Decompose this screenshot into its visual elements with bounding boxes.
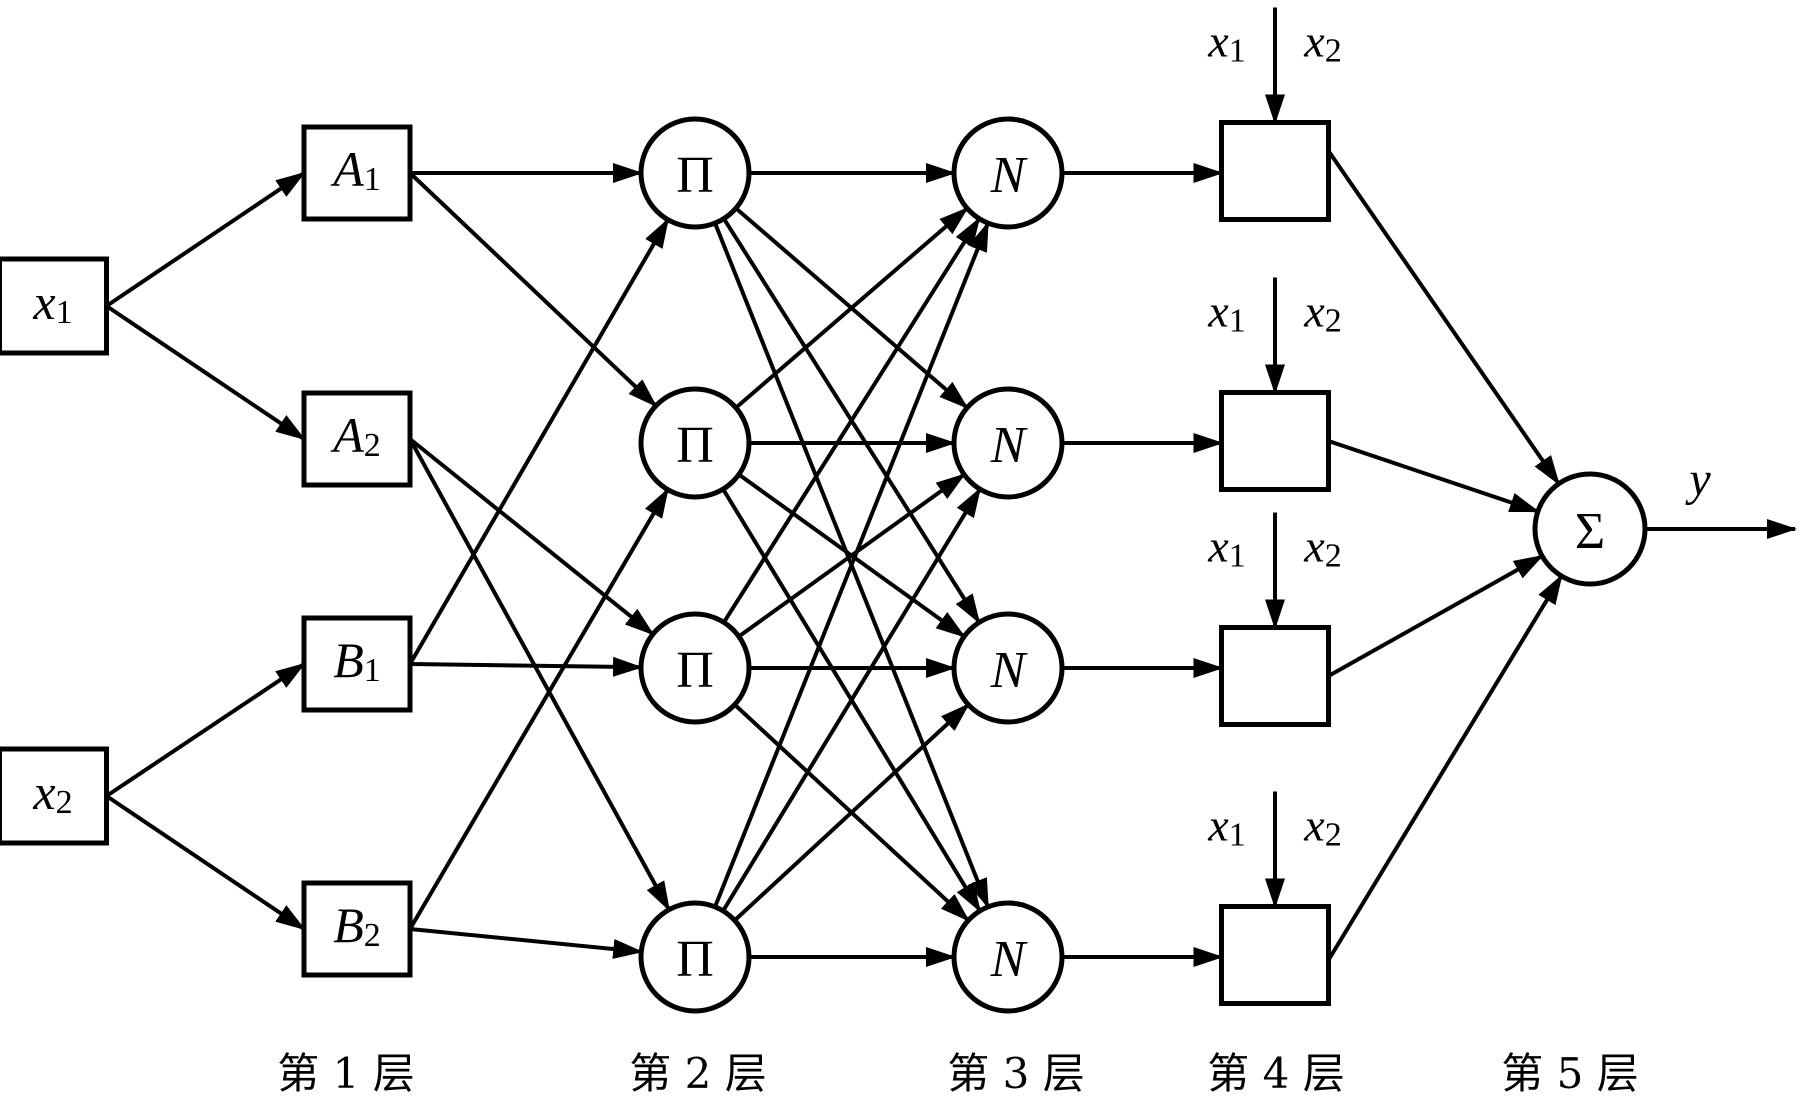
layer4-input-label-x1-R3: x1 [1207, 520, 1245, 574]
edge-x2-B1 [105, 662, 306, 798]
layer1-node-B1 [301, 615, 413, 713]
edge-P4-N3 [733, 703, 970, 922]
layer-labels-group: 第 1 层 第 2 层 第 3 层 第 4 层 第 5 层 [277, 1049, 1638, 1098]
edge-P4-N1 [713, 221, 990, 908]
edge-P4-N2 [721, 487, 982, 912]
edge-x1-A1 [105, 171, 306, 308]
layer2-label-P2: Π [676, 417, 714, 474]
layer3-label-N1: N [990, 147, 1029, 204]
layer4-input-label-x2-R1: x2 [1303, 15, 1341, 69]
edge-B2-P2 [408, 487, 670, 931]
layer3-node-N3 [951, 611, 1065, 725]
edge-A2-P4 [408, 438, 671, 912]
layer4-node-R4 [1219, 904, 1331, 1006]
layer3-node-N1 [951, 116, 1065, 230]
layer1-node-A2 [301, 390, 413, 488]
output-label-y: y [1684, 453, 1711, 506]
layer2-label-P1: Π [676, 147, 714, 204]
layer1-label-B1: B1 [333, 632, 381, 689]
layer4-input-label-x2-R2: x2 [1303, 285, 1341, 339]
edge-A2-P3 [408, 437, 655, 636]
layer2-node-P2 [638, 386, 752, 500]
layer2-label-P3: Π [676, 642, 714, 699]
edge-R2-S [1327, 439, 1540, 514]
edge-x1-A2 [105, 304, 306, 441]
input-label-x1: x1 [32, 274, 72, 331]
input-label-x2: x2 [32, 764, 72, 821]
edges-group [105, 7, 1797, 967]
input-node-x1 [0, 256, 109, 356]
layer4-input-label-x2-R4: x2 [1303, 799, 1341, 853]
layer2-node-P3 [638, 611, 752, 725]
edge-R3-S [1327, 554, 1544, 678]
layer3-node-N2 [951, 386, 1065, 500]
layer3-node-N4 [951, 900, 1065, 1014]
edge-B1-P1 [408, 217, 670, 666]
layer4-node-R2 [1219, 390, 1331, 492]
layer5-label-sum: Σ [1575, 503, 1605, 560]
layer3-label-N2: N [990, 417, 1029, 474]
edge-R1-S [1326, 149, 1561, 486]
layer2-node-P1 [638, 116, 752, 230]
layer-label-3: 第 3 层 [947, 1049, 1084, 1098]
layer-label-1: 第 1 层 [277, 1049, 414, 1098]
edge-x2-B2 [105, 794, 306, 931]
edge-P3-N1 [722, 216, 981, 624]
edge-B2-P4 [409, 927, 644, 959]
layer1-label-B2: B2 [333, 897, 381, 954]
input-node-x2 [0, 746, 109, 846]
layer1-label-A1: A1 [330, 141, 381, 198]
layer4-input-label-x1-R1: x1 [1207, 15, 1245, 69]
layer4-node-R3 [1219, 625, 1331, 727]
layer1-label-A2: A2 [330, 407, 381, 464]
layer1-node-A1 [301, 124, 413, 222]
layer3-label-N4: N [990, 931, 1029, 988]
layer3-label-N3: N [990, 642, 1029, 699]
layer2-label-P4: Π [676, 931, 714, 988]
layer4-input-label-x1-R2: x1 [1207, 285, 1245, 339]
layer2-node-P4 [638, 900, 752, 1014]
layer4-input-label-x1-R4: x1 [1207, 799, 1245, 853]
edge-B1-P3 [409, 656, 644, 677]
layer-label-2: 第 2 层 [629, 1049, 766, 1098]
layer4-node-R1 [1219, 120, 1331, 222]
edge-A1-P2 [408, 171, 658, 408]
edge-R4-S [1326, 574, 1564, 962]
layer-label-5: 第 5 层 [1501, 1049, 1638, 1098]
edge-P3-N2 [737, 472, 966, 639]
layer1-node-B2 [301, 880, 413, 978]
layer4-input-label-x2-R3: x2 [1303, 520, 1341, 574]
edge-P2-N1 [734, 206, 969, 410]
layer5-node-sum [1532, 471, 1648, 587]
layer-label-4: 第 4 层 [1207, 1049, 1344, 1098]
